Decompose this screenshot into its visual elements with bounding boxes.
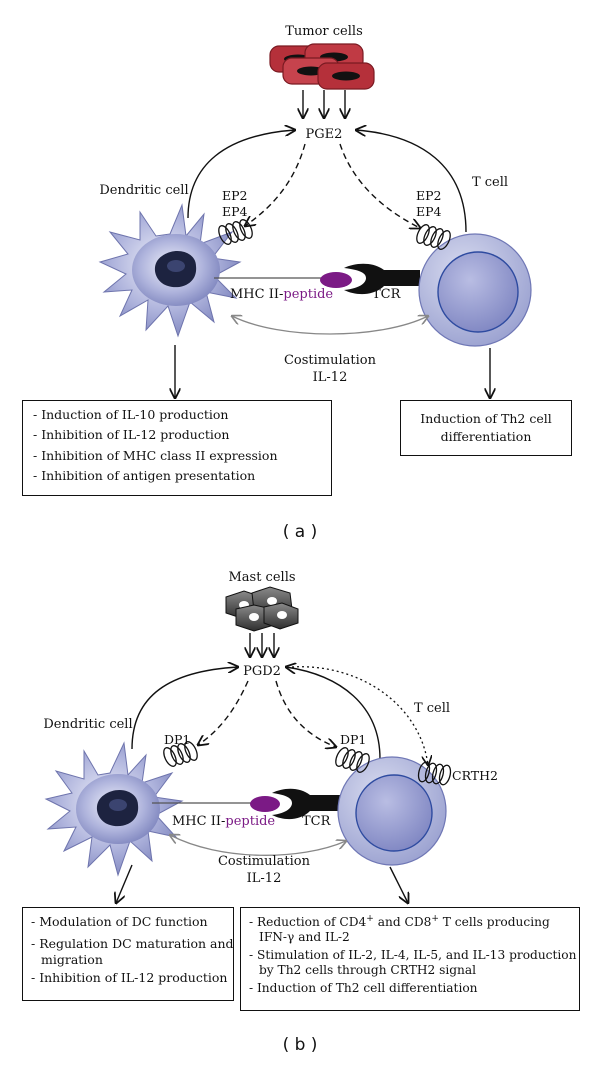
tcr-icon-b — [272, 788, 344, 820]
t-cell-label-b: T cell — [414, 701, 450, 716]
t-effect-r1-post: T cells producing — [438, 915, 550, 930]
t-effect-line-b: - Induction of Th2 cell differentiation — [249, 980, 478, 995]
dc-receptor-ep4-label: EP4 — [222, 204, 248, 219]
costimulation-label-b: Costimulation — [218, 854, 311, 869]
dc-effects-box-b: - Modulation of DC function - Regulation… — [22, 907, 234, 1001]
tcr-label-b: TCR — [302, 814, 332, 829]
panel-a-diagram: Tumor cells PGE2 Dendritic cell T cell — [98, 24, 532, 545]
tumor-cells-icon — [269, 43, 375, 90]
dc-receptor-ep2-label: EP2 — [222, 188, 248, 203]
t-effects-box-b: - Reduction of CD4+ and CD8+ T cells pro… — [240, 907, 580, 1011]
dc-receptor-coil-icon — [218, 219, 253, 245]
tumor-to-pge2-arrows — [303, 90, 345, 118]
dc-effect-item-b: - Modulation of DC function — [31, 914, 208, 929]
t-cell-icon-b — [337, 756, 447, 866]
dc-effect-item-b: - Regulation DC maturation and — [31, 936, 234, 952]
mhc-peptide: peptide — [283, 287, 333, 302]
dendritic-cell-label: Dendritic cell — [99, 183, 188, 198]
t-effect-r1-sup1: + — [366, 914, 374, 924]
mast-cells-icon — [225, 586, 299, 632]
t-receptor-dp1-label: DP1 — [340, 732, 366, 747]
mast-to-pgd2-arrows — [250, 633, 274, 657]
mhc-prefix-b: MHC II- — [172, 814, 225, 829]
costimulation-arrow-b — [170, 835, 346, 856]
pgd2-label: PGD2 — [243, 664, 281, 679]
pgd2-to-tcell-receptor-arrow — [275, 680, 336, 747]
costimulation-arrow — [232, 316, 428, 335]
pgd2-to-dc-receptor-arrow — [198, 680, 249, 745]
dc-receptor-coil-icon-b — [163, 741, 198, 767]
dc-effects-box: - Induction of IL-10 production - Inhibi… — [22, 400, 332, 496]
peptide-icon-b — [250, 796, 280, 812]
t-effect-line-b: - Reduction of CD4+ and CD8+ T cells pro… — [249, 914, 571, 930]
mast-cells-label: Mast cells — [228, 570, 295, 585]
dc-effect-item: - Inhibition of antigen presentation — [33, 467, 256, 483]
mhc-label-a: MHC II-peptide — [230, 287, 333, 302]
t-receptor-coil-icon — [416, 224, 451, 250]
t-effect-r1-sup2: + — [431, 914, 439, 924]
pge2-label: PGE2 — [306, 127, 343, 142]
dc-effect-item-b: migration — [41, 951, 103, 967]
dc-to-pgd2-arrow — [131, 667, 238, 750]
panel-b-diagram: Mast cells PGD2 Dendritic cell T cell — [43, 570, 498, 1069]
t-effects-box: Induction of Th2 cell differentiation — [400, 400, 572, 456]
panel-b: Mast cells PGD2 Dendritic cell T cell — [0, 545, 600, 1069]
dc-effect-item: - Inhibition of MHC class II expression — [33, 447, 278, 463]
il12-label: IL-12 — [313, 370, 348, 385]
dc-effects-arrow-b — [116, 864, 133, 903]
dendritic-cell-icon-b — [44, 741, 184, 877]
tcr-icon — [344, 263, 420, 295]
t-receptor-coil-icon-b — [335, 747, 370, 773]
t-receptor-ep2-label: EP2 — [416, 188, 442, 203]
t-receptor-ep4-label: EP4 — [416, 204, 442, 219]
crth2-coil-icon — [417, 761, 452, 786]
t-cell-label: T cell — [472, 175, 508, 190]
crth2-label: CRTH2 — [452, 768, 498, 783]
t-effect-line-b: by Th2 cells through CRTH2 signal — [259, 962, 477, 977]
dc-to-pge2-arrow — [187, 130, 295, 219]
dc-effect-item-b: - Inhibition of IL-12 production — [31, 969, 228, 985]
t-effect-r1-mid: and CD8 — [373, 915, 432, 930]
t-effects-arrow-b — [389, 866, 408, 903]
dc-effect-item: - Inhibition of IL-12 production — [33, 427, 230, 443]
t-effect-line-b: - Stimulation of IL-2, IL-4, IL-5, and I… — [249, 947, 577, 962]
mhc-label-b: MHC II-peptide — [172, 814, 275, 829]
tcr-label: TCR — [372, 287, 402, 302]
mhc-peptide-b: peptide — [225, 814, 275, 829]
dendritic-cell-label-b: Dendritic cell — [43, 717, 132, 732]
dendritic-cell-icon — [98, 203, 242, 338]
t-cell-icon — [418, 233, 532, 347]
dc-receptor-dp1-label: DP1 — [164, 732, 190, 747]
il12-label-b: IL-12 — [247, 871, 282, 886]
tumor-cells-label: Tumor cells — [285, 24, 363, 39]
tcell-to-pgd2-arrow — [286, 667, 381, 760]
panel-a-label: ( a ) — [282, 522, 318, 542]
peptide-icon — [320, 272, 352, 288]
t-effect-line: Induction of Th2 cell — [420, 411, 552, 426]
pge2-to-dc-receptor-arrow — [245, 143, 306, 226]
t-effect-line: differentiation — [440, 429, 532, 445]
costimulation-label: Costimulation — [284, 353, 377, 368]
t-effect-r1-pre: - Reduction of CD4 — [249, 915, 367, 930]
t-effect-line-b: IFN-γ and IL-2 — [259, 929, 350, 944]
tcell-to-pge2-arrow — [356, 130, 467, 233]
dc-effect-item: - Induction of IL-10 production — [33, 407, 229, 422]
pgd2-to-crth2-arrow — [291, 666, 428, 765]
pge2-to-tcell-receptor-arrow — [339, 143, 420, 228]
panel-a: Tumor cells PGE2 Dendritic cell T cell — [22, 24, 572, 545]
mhc-prefix: MHC II- — [230, 287, 283, 302]
panel-b-label: ( b ) — [282, 1035, 318, 1055]
